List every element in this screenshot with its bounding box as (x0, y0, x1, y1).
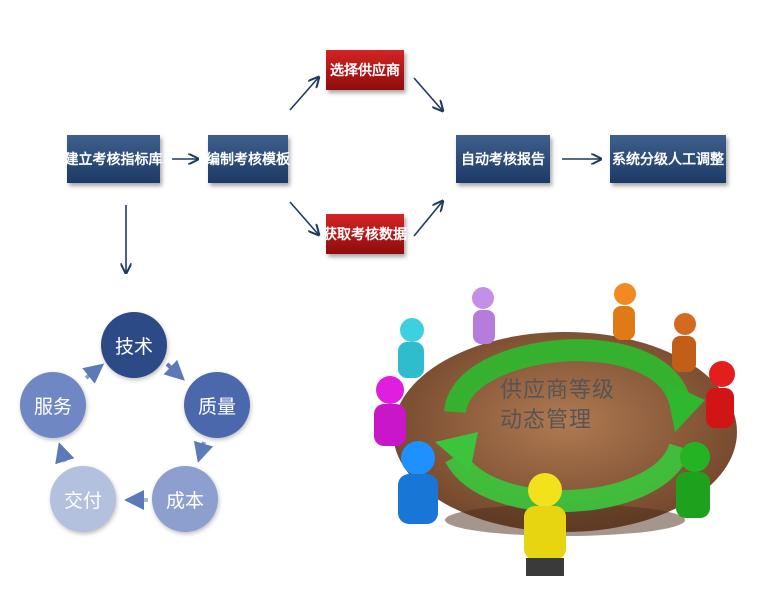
round-table-illustration: 供应商等级 动态管理 (360, 282, 770, 592)
auto-report-box: 自动考核报告 (456, 135, 550, 183)
get-data-box: 获取考核数据 (323, 214, 407, 254)
figure-brown (672, 313, 696, 372)
arrow-select-to-report (413, 77, 442, 110)
figure-yellow (524, 473, 566, 576)
build-index-label: 建立考核指标库 (64, 152, 163, 168)
cycle-cost-label: 成本 (165, 489, 204, 512)
table-title: 供应商等级 动态管理 (500, 376, 615, 436)
figure-magenta (374, 376, 406, 446)
cycle-tech: 技术 (101, 312, 167, 378)
cycle-quality-label: 质量 (197, 395, 236, 418)
round-table-image (374, 283, 737, 576)
cycle-delivery-label: 交付 (63, 489, 102, 512)
cycle-arrow-service-tech (82, 363, 105, 384)
auto-report-label: 自动考核报告 (461, 152, 545, 168)
select-supplier-label: 选择供应商 (330, 63, 400, 79)
arrow-edit-to-select (289, 78, 318, 111)
cycle-service: 服务 (20, 372, 86, 438)
figure-blue (398, 441, 438, 524)
get-data-label: 获取考核数据 (323, 227, 407, 243)
cycle-delivery: 交付 (50, 466, 116, 532)
edit-template-box: 编制考核模板 (206, 135, 290, 183)
table-title-line2: 动态管理 (500, 408, 593, 433)
figure-purple (472, 287, 495, 344)
cycle-arrow-quality-cost (193, 440, 214, 463)
cycle-service-label: 服务 (33, 395, 72, 418)
arrow-data-to-report (413, 202, 442, 237)
figure-orange (613, 283, 636, 340)
cycle-arrow-tech-quality (163, 359, 185, 381)
edit-template-label: 编制考核模板 (206, 152, 290, 168)
select-supplier-box: 选择供应商 (326, 50, 404, 90)
cycle-tech-label: 技术 (114, 335, 153, 358)
cycle-arrow-delivery-service (55, 442, 75, 465)
arrow-edit-to-data (289, 201, 318, 234)
manual-adjust-box: 系统分级人工调整 (610, 135, 726, 183)
cycle-quality: 质量 (184, 372, 250, 438)
figure-cyan (398, 318, 424, 378)
manual-adjust-label: 系统分级人工调整 (612, 152, 724, 168)
table-title-line1: 供应商等级 (500, 378, 616, 403)
figure-green (676, 442, 710, 518)
build-index-box: 建立考核指标库 (64, 135, 163, 183)
cycle-cost: 成本 (152, 466, 218, 532)
figure-red (706, 361, 735, 428)
